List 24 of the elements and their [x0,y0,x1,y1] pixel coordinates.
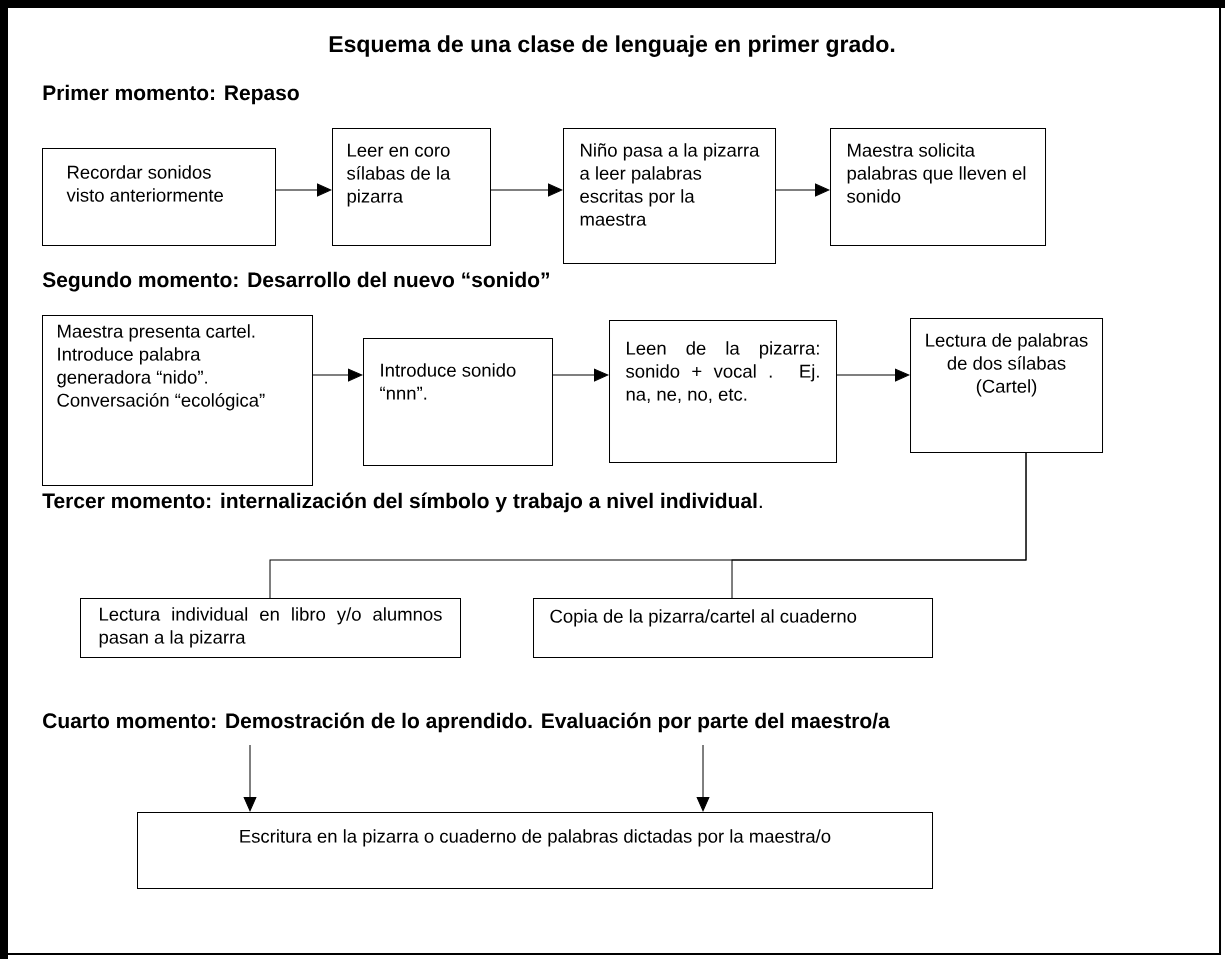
section-heading: Primer momento: Repaso [43,84,299,105]
process-box: Recordar sonidos visto anteriormente [42,148,276,246]
process-box: Introduce sonido “nnn”. [363,338,553,466]
arrow [836,368,910,382]
arrow [775,183,830,197]
process-box: Copia de la pizarra/cartel al cuaderno [533,598,933,658]
process-box: Niño pasa a la pizarra a leer palabras escritas por la maestra [563,128,776,264]
arrow [552,368,609,382]
arrow [312,368,363,382]
arrow [490,183,563,197]
process-box: Escritura en la pizarra o cuaderno de palabras dictadas por la maestra/o [137,812,933,889]
process-box: Leer en coro sílabas de la pizarra [332,128,491,246]
process-box: Maestra presenta cartel. Introduce palabra generadora “nido”. Conversación “ecológica” [42,315,313,486]
process-box: Lectura individual en libro y/o alumnos pasan a la pizarra [80,598,461,658]
section-heading: Cuarto momento: Demostración de lo aprendido. Evaluación por parte del maestro/a [43,712,890,733]
title: Esquema de una clase de lenguaje en primer grado. [329,35,895,57]
section-heading: Tercer momento: internalización del símbolo y trabajo a nivel individual. [42,492,762,513]
process-box: Lectura de palabras de dos sílabas (Cartel) [910,318,1103,453]
process-box: Maestra solicita palabras que lleven el sonido [830,128,1046,246]
arrow [696,744,710,812]
arrow [243,744,257,812]
process-box: Leen de la pizarra: sonido + vocal . Ej. na, ne, no, etc. [609,320,837,463]
arrow [275,183,332,197]
section-heading: Segundo momento: Desarrollo del nuevo “sonido” [42,271,549,292]
